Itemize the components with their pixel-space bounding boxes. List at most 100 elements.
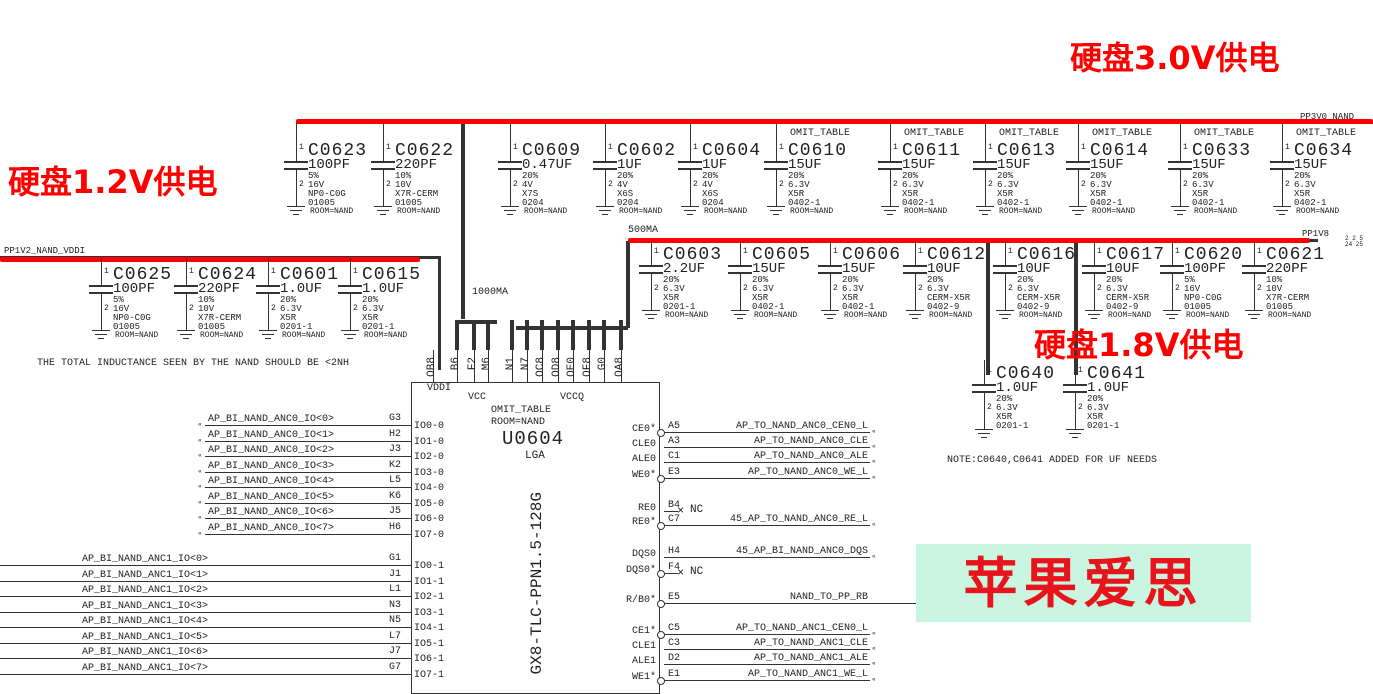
ground-icon — [92, 330, 110, 331]
chip-part-number: GX8-TLC-PPN1.5-128G — [528, 492, 546, 675]
capacitor-plate — [1063, 384, 1087, 386]
capacitor-room: ROOM=NAND — [929, 311, 973, 320]
capacitor-room: ROOM=NAND — [1186, 311, 1230, 320]
capacitor-plate — [639, 272, 663, 274]
capacitor-ref: C0613 — [997, 141, 1057, 161]
ground-icon — [259, 330, 277, 331]
off-page-icon: « — [872, 521, 876, 528]
chip-power-pin — [510, 320, 514, 350]
pin-number: 1 — [1175, 247, 1180, 256]
rail-1v8-highlight — [628, 238, 1310, 243]
capacitor-specs: 20% 6.3V X5R 0201-1 — [280, 295, 313, 332]
capacitor-plate — [498, 168, 522, 170]
chip-power-pin — [602, 320, 606, 350]
capacitor-specs: 10% 10V X7R-CERM 01005 — [395, 171, 439, 208]
capacitor-value: 15UF — [842, 261, 876, 277]
watermark-logo: 苹果爱思 — [916, 544, 1251, 622]
wire-c0641 — [1074, 241, 1078, 375]
annotation-3v0: 硬盘3.0V供电 — [1070, 39, 1280, 77]
pin-number: 1 — [743, 247, 748, 256]
chip-pin — [589, 350, 590, 382]
capacitor-ref: C0617 — [1106, 245, 1166, 265]
pin-number: 1 — [987, 366, 992, 375]
net-label: AP_TO_NAND_ANC0_ALE — [753, 451, 868, 462]
chip-power-pin — [556, 320, 560, 350]
capacitor-ref: C0616 — [1017, 245, 1077, 265]
capacitor-plate — [903, 265, 927, 267]
chip-pin-number: A3 — [668, 436, 681, 447]
capacitor-ref: C0605 — [752, 245, 812, 265]
chip-pin-number: N5 — [389, 615, 402, 626]
chip-pin-number: C3 — [668, 638, 681, 649]
capacitor-ref: C0609 — [522, 141, 582, 161]
capacitor-omit-table: OMIT_TABLE — [904, 128, 965, 139]
net-label: AP_TO_NAND_ANC0_WE_L — [747, 467, 868, 478]
ground-icon — [1276, 210, 1288, 211]
capacitor-plate — [728, 265, 752, 267]
capacitor-specs: 20% 6.3V CERM-X5R 0402-9 — [927, 275, 971, 312]
capacitor-specs: 20% 6.3V X5R 0402-1 — [752, 275, 785, 312]
off-page-icon: « — [872, 443, 876, 450]
off-page-icon: « — [198, 452, 202, 459]
capacitor-value: 100PF — [113, 281, 156, 297]
capacitor-plate — [371, 168, 395, 170]
chip-pin-number: L1 — [389, 584, 402, 595]
ground-icon — [1279, 214, 1285, 215]
ground-icon — [645, 314, 657, 315]
chip-top-pin-label: F2 — [467, 357, 479, 371]
ground-icon — [1245, 310, 1263, 311]
active-low-bubble — [657, 600, 665, 608]
capacitor-plate — [993, 272, 1017, 274]
ground-icon — [1085, 310, 1103, 311]
capacitor-value: 1.0UF — [1087, 380, 1130, 396]
capacitor-value: 15UF — [788, 157, 822, 173]
ground-icon — [887, 214, 893, 215]
capacitor-plate — [972, 384, 996, 386]
net-label: AP_BI_NAND_ANC1_IO<2> — [82, 585, 209, 596]
nc-x-icon: × — [677, 504, 685, 518]
capacitor-specs: 20% 4V X7S 0204 — [522, 171, 544, 208]
chip-pin-name: IO7-0 — [414, 529, 445, 541]
capacitor-specs: 20% 4V X6S 0204 — [702, 171, 724, 208]
capacitor-ref: C0621 — [1266, 245, 1326, 265]
pin-number: 1 — [1081, 143, 1086, 152]
capacitor-value: 220PF — [198, 281, 241, 297]
capacitor-value: 15UF — [1090, 157, 1124, 173]
pin-number: 1 — [988, 143, 993, 152]
active-low-bubble — [657, 429, 665, 437]
capacitor-ref: C0625 — [113, 265, 173, 285]
vccq-bus — [516, 326, 628, 330]
capacitor-specs: 10% 10V X7R-CERM 01005 — [198, 295, 242, 332]
chip-top-pin-label: B6 — [450, 357, 462, 371]
signal-wire — [664, 634, 870, 635]
capacitor-value: 10UF — [927, 261, 961, 277]
ground-icon — [996, 310, 1014, 311]
ground-icon — [507, 214, 513, 215]
capacitor-room: ROOM=NAND — [524, 207, 568, 216]
pin-number: 2 — [1078, 403, 1083, 412]
off-page-icon: « — [198, 421, 202, 428]
capacitor-room: ROOM=NAND — [904, 207, 948, 216]
pin-number: 1 — [779, 143, 784, 152]
chip-pin-number: A5 — [668, 421, 681, 432]
capacitor-lead — [1282, 170, 1283, 206]
ground-icon — [975, 429, 993, 430]
ground-icon — [293, 214, 299, 215]
off-page-icon: « — [872, 474, 876, 481]
capacitor-specs: 20% 6.3V CERM-X5R 0402-9 — [1017, 275, 1061, 312]
pin-number: 2 — [608, 180, 613, 189]
chip-pin-name: IO4-0 — [414, 483, 445, 494]
ground-icon — [824, 314, 836, 315]
pin-number: 2 — [988, 180, 993, 189]
capacitor-specs: 10% 10V X7R-CERM 01005 — [1266, 275, 1310, 312]
capacitor-specs: 20% 6.3V X5R 0402-1 — [1192, 171, 1225, 208]
signal-wire — [664, 462, 870, 463]
chip-pin-number: C5 — [668, 623, 681, 634]
capacitor-plate — [1270, 168, 1294, 170]
ground-icon — [602, 214, 608, 215]
chip-pin — [558, 350, 559, 382]
rail-3v0-highlight — [296, 119, 1373, 124]
ground-icon — [1171, 206, 1189, 207]
vcc-bus — [459, 320, 497, 324]
capacitor-specs: 20% 6.3V CERM-X5R 0402-9 — [1106, 275, 1150, 312]
